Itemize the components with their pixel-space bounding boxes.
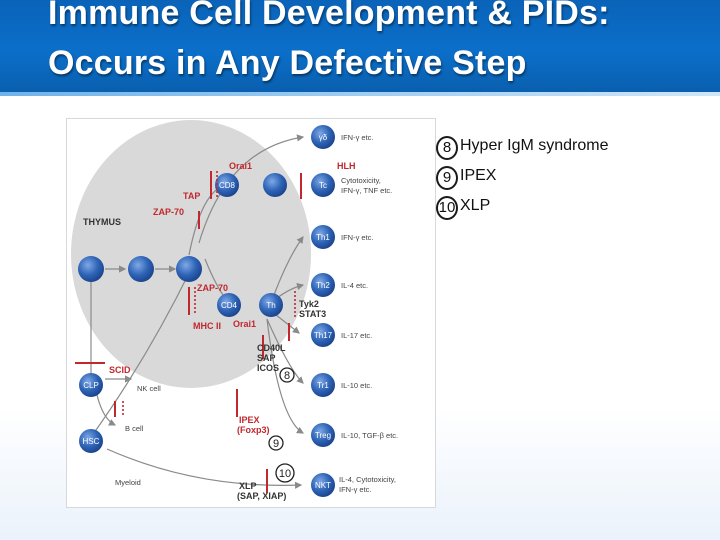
ipex-label-2: (Foxp3): [237, 425, 270, 435]
th17-cell: [311, 323, 335, 347]
mhc2-label: MHC II: [193, 321, 221, 331]
tap-label: TAP: [183, 191, 200, 201]
tc-cell: [311, 173, 335, 197]
marker-8-circle: [279, 367, 295, 383]
marker-9-circle: [268, 435, 284, 451]
clp-label: CLP: [83, 381, 99, 390]
legend-text-10: XLP: [460, 197, 491, 214]
marker-9-label: 9: [273, 438, 279, 450]
legend-number-10: 10: [436, 196, 458, 220]
nkt-output-1: IL-4, Cytotoxicity,: [339, 475, 396, 484]
orai1-top-label: Orai1: [229, 161, 252, 171]
output-labels: IFN-γ etc. Cytotoxicity, IFN-γ, TNF etc.…: [115, 133, 398, 494]
marker-10-label: 10: [279, 468, 291, 480]
slide-header: [0, 0, 720, 92]
b-cell-output: B cell: [125, 424, 144, 433]
thymocyte-cell-1: [78, 256, 104, 282]
legend-number-8: 8: [436, 136, 458, 160]
thymocyte-cell-2: [128, 256, 154, 282]
nkt-cell: [311, 473, 335, 497]
myeloid-output: Myeloid: [115, 478, 141, 487]
icos-label: ICOS: [257, 363, 279, 373]
ipex-label-1: IPEX: [239, 415, 260, 425]
xlp-label-2: (SAP, XIAP): [237, 491, 286, 501]
th1-label: Th1: [316, 233, 330, 242]
lineage-arrows: [87, 134, 305, 489]
cell-labels: γδ CD8 Tc Th1 Th2 CD4 Th Th17 Tr1 Treg N…: [83, 133, 333, 490]
gd-label: γδ: [319, 133, 328, 142]
legend-text-8: Hyper IgM syndrome: [460, 137, 609, 154]
defect-labels: Orai1 TAP ZAP-70 HLH ZAP-70 MHC II Orai1…: [109, 161, 356, 501]
tc-output-2: IFN-γ, TNF etc.: [341, 186, 392, 195]
zap70-mid-label: ZAP-70: [197, 283, 228, 293]
thymus-region: [71, 120, 311, 388]
th2-label: Th2: [316, 281, 330, 290]
defect-blockers: [75, 171, 302, 493]
slide-title-line2: Occurs in Any Defective Step: [48, 44, 527, 82]
th2-cell: [311, 273, 335, 297]
th-cell: [259, 293, 283, 317]
hlh-label: HLH: [337, 161, 356, 171]
tr1-output: IL-10 etc.: [341, 381, 372, 390]
treg-cell: [311, 423, 335, 447]
treg-label: Treg: [315, 431, 331, 440]
immune-development-diagram: THYMUS: [66, 118, 436, 508]
thymus-label: THYMUS: [83, 217, 121, 227]
th17-label: Th17: [314, 331, 333, 340]
marker-8-label: 8: [284, 370, 290, 382]
cd8-cell-mature: [263, 173, 287, 197]
cd8-label: CD8: [219, 181, 236, 190]
tc-output-1: Cytotoxicity,: [341, 176, 381, 185]
clp-cell: [79, 373, 103, 397]
gd-cell: [311, 125, 335, 149]
th1-cell: [311, 225, 335, 249]
orai1-mid-label: Orai1: [233, 319, 256, 329]
cd40l-label: CD40L: [257, 343, 286, 353]
legend-number-9: 9: [436, 166, 458, 190]
treg-output: IL-10, TGF-β etc.: [341, 431, 398, 440]
slide-title-line1: Immune Cell Development & PIDs:: [48, 0, 610, 32]
sap-label: SAP: [257, 353, 276, 363]
th1-output: IFN-γ etc.: [341, 233, 374, 242]
nk-cell-output: NK cell: [137, 384, 161, 393]
header-divider: [0, 92, 720, 96]
zap70-top-label: ZAP-70: [153, 207, 184, 217]
marker-10-circle: [275, 463, 295, 483]
th2-output: IL-4 etc.: [341, 281, 368, 290]
tc-label: Tc: [319, 181, 327, 190]
hsc-cell: [79, 429, 103, 453]
cd8-cell: [215, 173, 239, 197]
cd4-cell: [217, 293, 241, 317]
diagram-svg: THYMUS: [71, 120, 398, 501]
numbered-markers: 8 9 10: [268, 367, 295, 483]
legend-text-9: IPEX: [460, 167, 497, 184]
xlp-label-1: XLP: [239, 481, 257, 491]
gd-output: IFN-γ etc.: [341, 133, 374, 142]
stat3-label: STAT3: [299, 309, 326, 319]
cells-group: [78, 125, 335, 497]
scid-label: SCID: [109, 365, 131, 375]
nkt-label: NKT: [315, 481, 331, 490]
cd4-label: CD4: [221, 301, 238, 310]
th-label: Th: [266, 301, 275, 310]
nkt-output-2: IFN-γ etc.: [339, 485, 372, 494]
hsc-label: HSC: [83, 437, 100, 446]
tr1-cell: [311, 373, 335, 397]
tyk2-label: Tyk2: [299, 299, 319, 309]
tr1-label: Tr1: [317, 381, 329, 390]
defect-dotted-lines: [122, 171, 296, 417]
th17-output: IL-17 etc.: [341, 331, 372, 340]
thymocyte-cell-3: [176, 256, 202, 282]
